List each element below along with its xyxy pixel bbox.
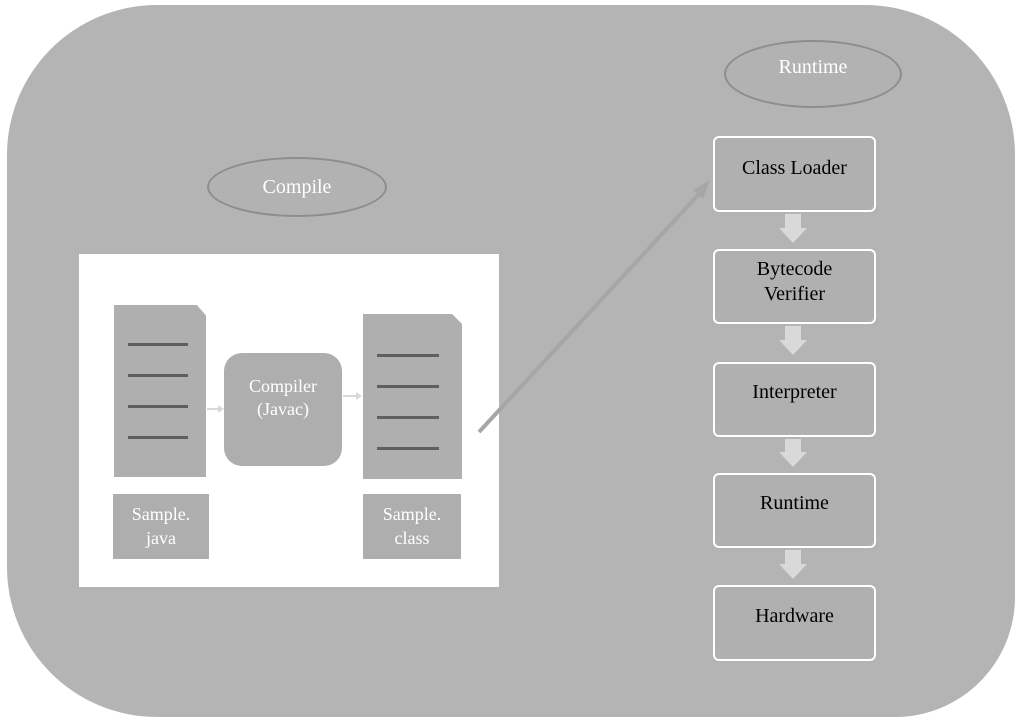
interpreter-stage: Interpreter bbox=[713, 362, 876, 437]
file-text-line bbox=[377, 416, 439, 419]
file-text-line bbox=[128, 374, 188, 377]
class-file-icon bbox=[363, 314, 462, 479]
compiler-name: Compiler bbox=[249, 376, 317, 396]
runtime-stage-label: Runtime bbox=[760, 492, 829, 514]
file-text-line bbox=[377, 447, 439, 450]
class-file-name-line1: Sample. bbox=[382, 504, 442, 525]
compiler-subname: (Javac) bbox=[257, 398, 309, 419]
compile-phase-label: Compile bbox=[207, 157, 387, 217]
bytecode-verifier-label-line2: Verifier bbox=[763, 283, 826, 305]
bytecode-verifier-stage: Bytecode Verifier bbox=[713, 249, 876, 324]
file-text-line bbox=[128, 436, 188, 439]
runtime-stage: Runtime bbox=[713, 473, 876, 548]
source-file-name-line2: java bbox=[146, 527, 176, 548]
class-loader-stage: Class Loader bbox=[713, 136, 876, 212]
source-file-name-line1: Sample. bbox=[131, 504, 191, 525]
bytecode-verifier-label-line1: Bytecode bbox=[756, 258, 833, 280]
hardware-stage: Hardware bbox=[713, 585, 876, 661]
class-file-label: Sample. class bbox=[363, 494, 461, 559]
source-file-label: Sample. java bbox=[113, 494, 209, 559]
interpreter-label: Interpreter bbox=[752, 381, 837, 403]
file-text-line bbox=[128, 343, 188, 346]
compiler-node: Compiler (Javac) bbox=[224, 353, 342, 466]
runtime-phase-text: Runtime bbox=[778, 56, 848, 78]
runtime-phase-label: Runtime bbox=[724, 40, 902, 108]
compile-phase-text: Compile bbox=[262, 175, 332, 198]
class-loader-label: Class Loader bbox=[742, 157, 847, 179]
hardware-label: Hardware bbox=[755, 605, 834, 627]
source-file-icon bbox=[114, 305, 206, 477]
file-text-line bbox=[377, 354, 439, 357]
class-file-name-line2: class bbox=[394, 527, 430, 548]
file-text-line bbox=[128, 405, 188, 408]
file-text-line bbox=[377, 385, 439, 388]
